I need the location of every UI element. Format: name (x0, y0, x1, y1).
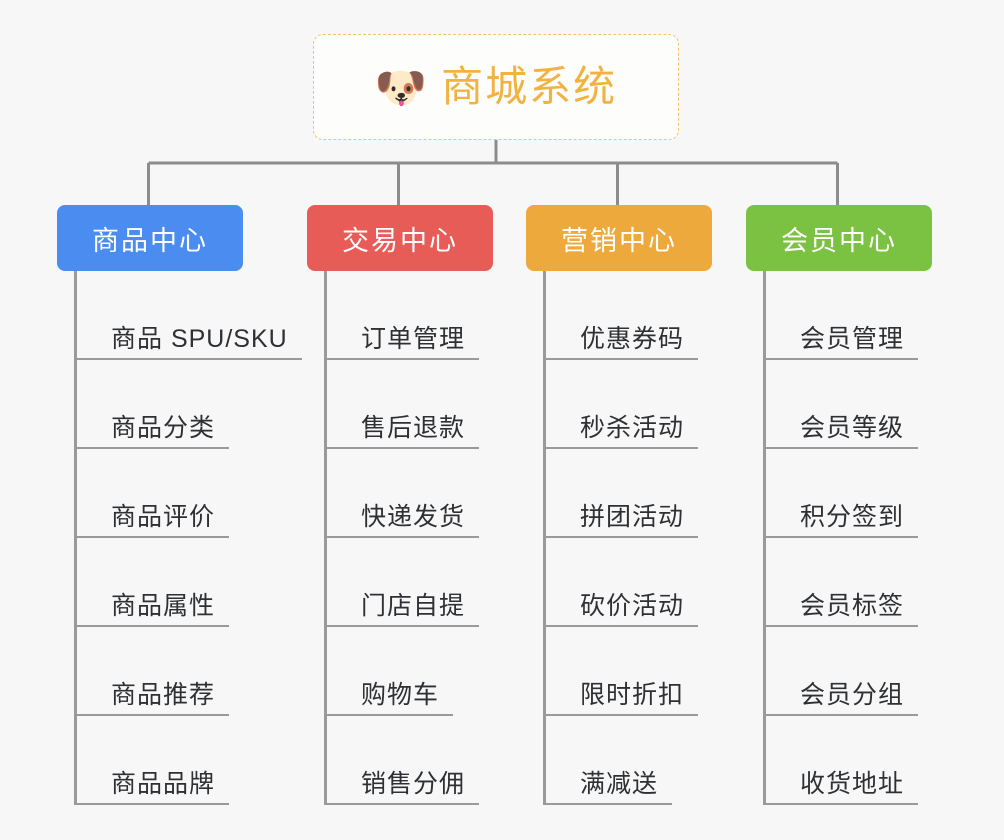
leaf-label: 会员管理 (800, 325, 905, 354)
leaf-underline (546, 625, 698, 627)
category-box-member-center[interactable]: 会员中心 (746, 205, 932, 271)
leaf-label: 订单管理 (361, 325, 466, 354)
category-label: 营销中心 (561, 225, 677, 256)
branch-product-center: 商品中心 商品 SPU/SKU 商品分类 商品评价 商品属性 商品推荐 (57, 205, 302, 805)
leaf-underline (546, 536, 698, 538)
leaf-label: 满减送 (580, 770, 659, 799)
leaf-underline (546, 714, 698, 716)
leaf-underline (77, 447, 229, 449)
leaf-list-marketing-center: 优惠券码 秒杀活动 拼团活动 砍价活动 限时折扣 满减送 (543, 271, 712, 805)
category-box-trade-center[interactable]: 交易中心 (307, 205, 493, 271)
list-item[interactable]: 商品评价 (77, 449, 288, 538)
leaf-underline (766, 447, 918, 449)
list-item[interactable]: 订单管理 (327, 271, 493, 360)
list-item[interactable]: 拼团活动 (546, 449, 712, 538)
leaf-list-trade-center: 订单管理 售后退款 快递发货 门店自提 购物车 销售分佣 (324, 271, 493, 805)
list-item[interactable]: 秒杀活动 (546, 360, 712, 449)
leaf-underline (327, 358, 479, 360)
list-item[interactable]: 会员标签 (766, 538, 932, 627)
leaf-label: 门店自提 (361, 592, 466, 621)
leaf-underline (766, 714, 918, 716)
leaf-underline (77, 536, 229, 538)
leaf-label: 会员等级 (800, 414, 905, 443)
leaf-underline (327, 625, 479, 627)
leaf-underline (766, 536, 918, 538)
list-item[interactable]: 购物车 (327, 627, 493, 716)
list-item[interactable]: 商品推荐 (77, 627, 288, 716)
leaf-label: 砍价活动 (580, 592, 685, 621)
leaf-label: 购物车 (361, 681, 440, 710)
list-item[interactable]: 满减送 (546, 716, 712, 805)
list-item[interactable]: 砍价活动 (546, 538, 712, 627)
leaf-label: 快递发货 (361, 503, 466, 532)
leaf-underline (546, 803, 672, 805)
list-item[interactable]: 收货地址 (766, 716, 932, 805)
list-item[interactable]: 商品属性 (77, 538, 288, 627)
leaf-label: 限时折扣 (580, 681, 685, 710)
list-item[interactable]: 商品 SPU/SKU (77, 271, 302, 360)
leaf-label: 售后退款 (361, 414, 466, 443)
list-item[interactable]: 优惠券码 (546, 271, 712, 360)
category-box-product-center[interactable]: 商品中心 (57, 205, 243, 271)
leaf-label: 会员标签 (800, 592, 905, 621)
leaf-underline (327, 447, 479, 449)
leaf-label: 商品评价 (111, 503, 216, 532)
leaf-list-product-center: 商品 SPU/SKU 商品分类 商品评价 商品属性 商品推荐 商品品牌 (74, 271, 302, 805)
leaf-underline (77, 625, 229, 627)
category-label: 交易中心 (342, 225, 458, 256)
list-item[interactable]: 售后退款 (327, 360, 493, 449)
list-item[interactable]: 商品品牌 (77, 716, 288, 805)
list-item[interactable]: 商品分类 (77, 360, 288, 449)
leaf-label: 拼团活动 (580, 503, 685, 532)
category-label: 会员中心 (781, 225, 897, 256)
list-item[interactable]: 会员分组 (766, 627, 932, 716)
leaf-label: 商品属性 (111, 592, 216, 621)
branch-trade-center: 交易中心 订单管理 售后退款 快递发货 门店自提 购物车 (307, 205, 493, 805)
dog-face-icon: 🐶 (374, 64, 428, 111)
leaf-label: 积分签到 (800, 503, 905, 532)
leaf-label: 会员分组 (800, 681, 905, 710)
leaf-underline (766, 358, 918, 360)
leaf-label: 商品品牌 (111, 770, 216, 799)
category-label: 商品中心 (92, 225, 208, 256)
leaf-label: 秒杀活动 (580, 414, 685, 443)
leaf-underline (766, 803, 918, 805)
leaf-underline (546, 358, 698, 360)
leaf-label: 商品推荐 (111, 681, 216, 710)
leaf-underline (77, 714, 229, 716)
list-item[interactable]: 快递发货 (327, 449, 493, 538)
leaf-label: 商品 SPU/SKU (111, 325, 288, 354)
leaf-label: 销售分佣 (361, 770, 466, 799)
list-item[interactable]: 销售分佣 (327, 716, 493, 805)
root-node[interactable]: 🐶 商城系统 (313, 34, 679, 140)
leaf-label: 优惠券码 (580, 325, 685, 354)
leaf-underline (327, 536, 479, 538)
list-item[interactable]: 会员等级 (766, 360, 932, 449)
leaf-underline (77, 358, 302, 360)
category-box-marketing-center[interactable]: 营销中心 (526, 205, 712, 271)
list-item[interactable]: 限时折扣 (546, 627, 712, 716)
branch-member-center: 会员中心 会员管理 会员等级 积分签到 会员标签 会员分组 (746, 205, 932, 805)
root-title: 商城系统 (441, 63, 618, 110)
leaf-list-member-center: 会员管理 会员等级 积分签到 会员标签 会员分组 收货地址 (763, 271, 932, 805)
branch-marketing-center: 营销中心 优惠券码 秒杀活动 拼团活动 砍价活动 限时折扣 (526, 205, 712, 805)
leaf-label: 收货地址 (800, 770, 905, 799)
leaf-label: 商品分类 (111, 414, 216, 443)
leaf-underline (327, 714, 453, 716)
leaf-underline (546, 447, 698, 449)
leaf-underline (766, 625, 918, 627)
list-item[interactable]: 积分签到 (766, 449, 932, 538)
leaf-underline (327, 803, 479, 805)
leaf-underline (77, 803, 229, 805)
list-item[interactable]: 会员管理 (766, 271, 932, 360)
list-item[interactable]: 门店自提 (327, 538, 493, 627)
